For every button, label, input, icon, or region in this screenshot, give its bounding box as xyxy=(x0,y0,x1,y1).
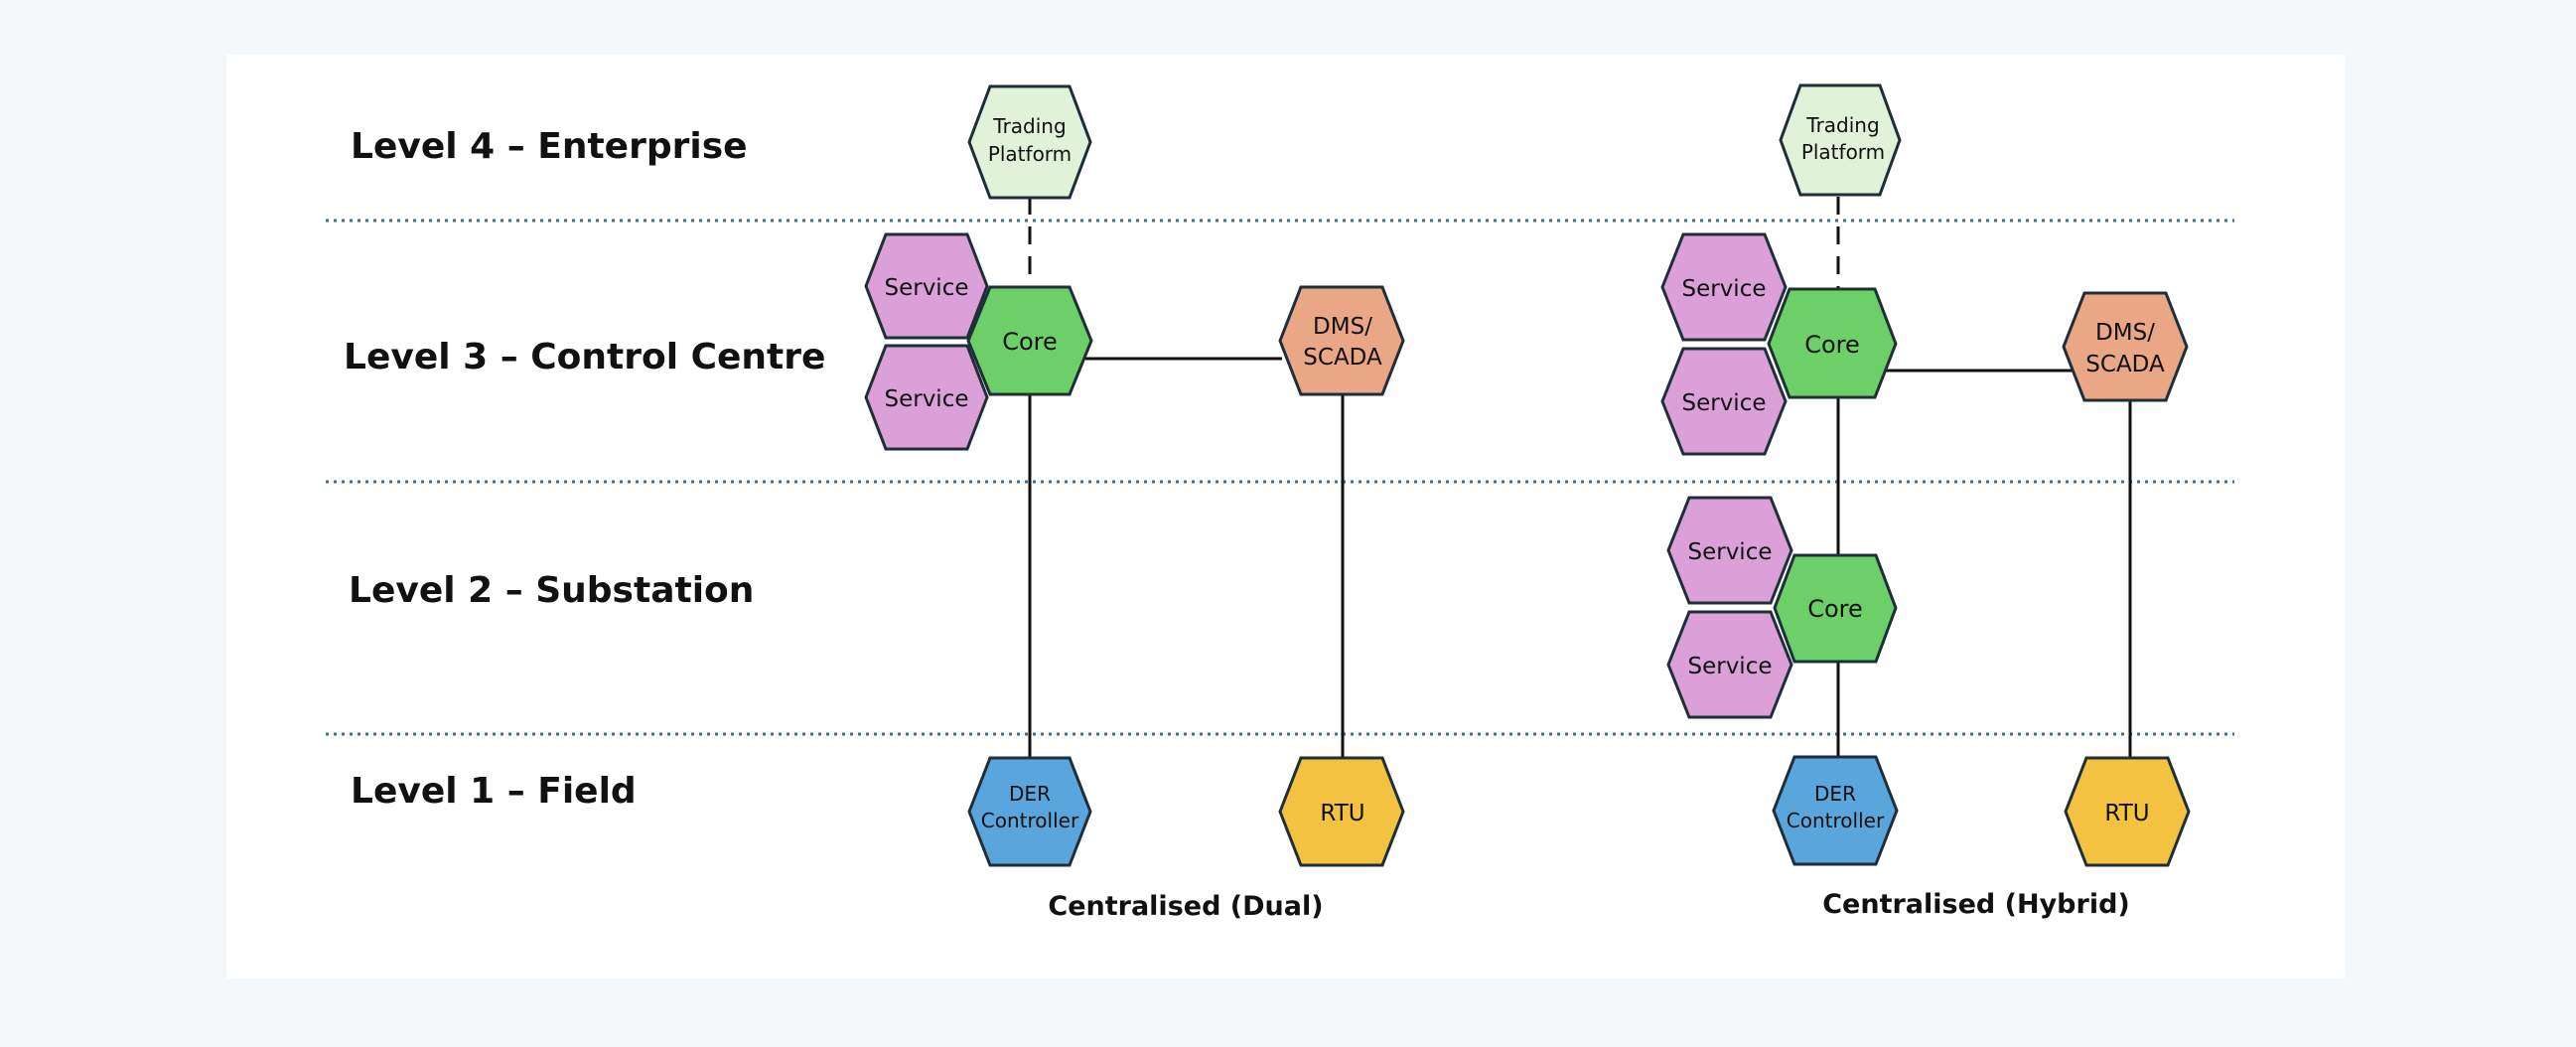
svg-text:Platform: Platform xyxy=(988,142,1072,166)
hybrid-l2-core-node: Core xyxy=(1773,553,1898,664)
level-2-label: Level 2 – Substation xyxy=(349,570,754,611)
diagram-panel xyxy=(226,55,2346,978)
svg-text:SCADA: SCADA xyxy=(2085,352,2165,377)
hybrid-dms-hex xyxy=(2062,291,2189,402)
dual-der-hex xyxy=(967,756,1092,867)
dual-service-bottom-hex xyxy=(864,344,989,451)
svg-text:DER: DER xyxy=(1009,782,1051,806)
dual-core-hex xyxy=(966,285,1093,396)
hybrid-l3-service-node-top: Service xyxy=(1660,232,1788,342)
dual-caption: Centralised (Dual) xyxy=(1048,891,1323,922)
dual-dms-scada-node: DMS/ SCADA xyxy=(1278,285,1405,396)
svg-text:Service: Service xyxy=(1687,654,1772,679)
svg-text:Service: Service xyxy=(884,386,968,412)
hybrid-l3-service-node-bottom: Service xyxy=(1660,347,1788,456)
hybrid-trading-platform-node: Trading Platform xyxy=(1779,83,1902,197)
dual-service-top-hex xyxy=(864,232,989,340)
svg-text:Platform: Platform xyxy=(1801,140,1885,164)
hybrid-l3-core-node: Core xyxy=(1767,287,1898,399)
hybrid-dms-scada-node: DMS/ SCADA xyxy=(2062,291,2189,402)
hybrid-l2-service-node-top: Service xyxy=(1666,496,1793,605)
svg-text:Service: Service xyxy=(1681,276,1766,302)
hybrid-der-hex xyxy=(1772,755,1899,866)
svg-text:DMS/: DMS/ xyxy=(2095,320,2155,346)
dual-rtu-node: RTU xyxy=(1278,756,1405,867)
svg-text:SCADA: SCADA xyxy=(1303,345,1382,371)
level-3-label: Level 3 – Control Centre xyxy=(344,337,825,377)
hybrid-l2-service-bottom-hex xyxy=(1666,610,1793,719)
hybrid-l2-service-top-hex xyxy=(1666,496,1793,605)
hybrid-l3-service-bottom-hex xyxy=(1660,347,1788,456)
svg-text:RTU: RTU xyxy=(1320,801,1364,826)
hybrid-rtu-hex xyxy=(2064,756,2191,867)
svg-text:Service: Service xyxy=(884,275,968,301)
dual-der-controller-node: DER Controller xyxy=(967,756,1092,867)
svg-text:Core: Core xyxy=(1804,331,1860,359)
svg-text:RTU: RTU xyxy=(2104,801,2149,826)
svg-text:Service: Service xyxy=(1681,390,1766,416)
hybrid-l3-core-hex xyxy=(1767,287,1898,399)
svg-text:DMS/: DMS/ xyxy=(1313,314,1372,340)
dual-dms-hex xyxy=(1278,285,1405,396)
hybrid-rtu-node: RTU xyxy=(2064,756,2191,867)
hybrid-trading-hex xyxy=(1779,83,1902,197)
dual-trading-hex xyxy=(967,84,1092,200)
svg-text:DER: DER xyxy=(1814,782,1856,806)
level-4-label: Level 4 – Enterprise xyxy=(351,126,748,167)
svg-text:Controller: Controller xyxy=(1787,809,1885,832)
svg-text:Controller: Controller xyxy=(981,809,1079,832)
svg-text:Service: Service xyxy=(1687,539,1772,565)
hybrid-l2-service-node-bottom: Service xyxy=(1666,610,1793,719)
dual-rtu-hex xyxy=(1278,756,1405,867)
hybrid-caption: Centralised (Hybrid) xyxy=(1822,889,2130,920)
level-1-label: Level 1 – Field xyxy=(351,771,637,812)
svg-text:Core: Core xyxy=(1807,595,1863,623)
dual-service-node-bottom: Service xyxy=(864,344,989,451)
dual-service-node-top: Service xyxy=(864,232,989,340)
hybrid-l2-core-hex xyxy=(1773,553,1898,664)
hybrid-der-controller-node: DER Controller xyxy=(1772,755,1899,866)
dual-trading-platform-node: Trading Platform xyxy=(967,84,1092,200)
svg-text:Trading: Trading xyxy=(1805,113,1879,137)
dual-core-node: Core xyxy=(966,285,1093,396)
svg-text:Trading: Trading xyxy=(992,114,1066,138)
hybrid-l3-service-top-hex xyxy=(1660,232,1788,342)
svg-text:Core: Core xyxy=(1002,328,1058,356)
